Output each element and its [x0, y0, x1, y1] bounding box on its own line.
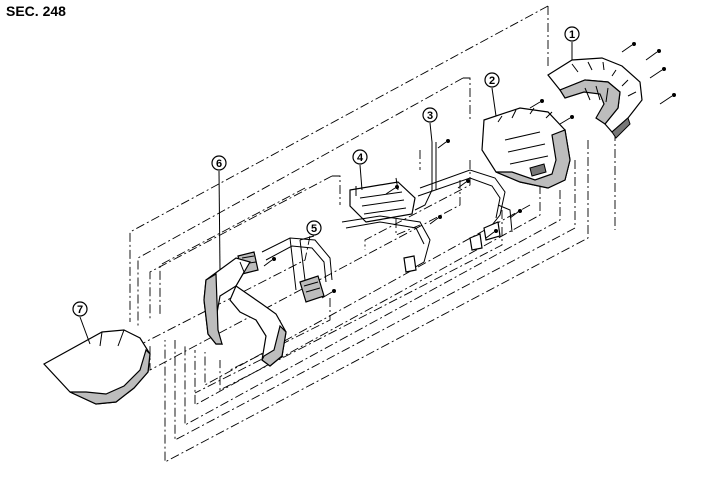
part-6-lower-cover: [203, 257, 287, 367]
svg-text:3: 3: [427, 110, 433, 122]
svg-text:6: 6: [216, 158, 222, 170]
callout-5: 5: [306, 220, 322, 236]
screw-icon: [446, 139, 450, 143]
part-4-connector-bracket: [341, 177, 431, 273]
callout-7: 7: [72, 301, 88, 317]
screw-icon: [632, 42, 636, 46]
callout-leaders: [79, 42, 573, 345]
svg-text:2: 2: [489, 75, 495, 87]
part-7-cluster-lid: [43, 329, 151, 405]
screw-icon: [657, 49, 661, 53]
screws: [263, 42, 676, 299]
svg-text:1: 1: [569, 29, 575, 41]
screw-icon: [272, 257, 276, 261]
section-label: SEC. 248: [6, 3, 66, 19]
screw-icon: [518, 209, 522, 213]
svg-text:7: 7: [77, 304, 83, 316]
screw-icon: [662, 67, 666, 71]
callout-6: 6: [211, 155, 227, 171]
alignment-lines: [119, 5, 616, 463]
callout-2: 2: [484, 72, 500, 88]
svg-text:5: 5: [311, 223, 317, 235]
screw-icon: [466, 179, 470, 183]
part-3-support-frame: [414, 142, 513, 251]
callout-3: 3: [422, 107, 438, 123]
svg-text:4: 4: [357, 152, 364, 164]
screw-icon: [438, 215, 442, 219]
screw-icon: [540, 99, 544, 103]
screw-icon: [672, 93, 676, 97]
callout-1: 1: [564, 26, 580, 42]
screw-icon: [395, 185, 399, 189]
callout-4: 4: [352, 149, 368, 165]
screw-icon: [570, 115, 574, 119]
part-1-upper-bracket: [547, 57, 643, 139]
screw-icon: [332, 289, 336, 293]
part-2-cluster-body: [481, 107, 571, 189]
screw-icon: [494, 229, 498, 233]
